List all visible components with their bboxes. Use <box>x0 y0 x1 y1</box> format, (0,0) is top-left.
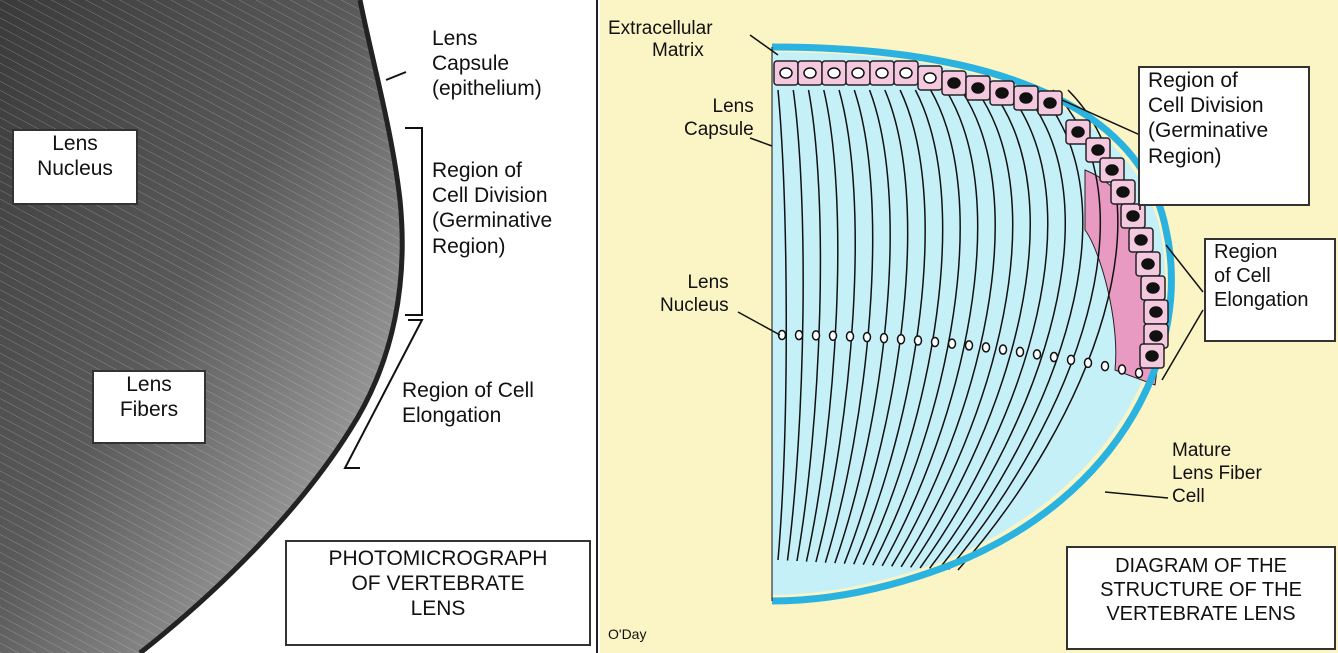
cell-nucleus <box>996 88 1008 98</box>
fiber-nucleus <box>949 339 956 348</box>
cell-nucleus <box>876 68 888 78</box>
fiber-nucleus <box>1068 355 1075 364</box>
diagram-nucleus-label: LensNucleus <box>660 272 729 318</box>
fiber-nucleus <box>915 336 922 345</box>
cell-nucleus <box>1150 307 1162 317</box>
cell-nucleus <box>1044 98 1056 108</box>
cell-nucleus <box>1147 283 1159 293</box>
fiber-nucleus <box>1085 358 1092 367</box>
photo-elongation-label: Region of CellElongation <box>402 378 534 428</box>
cell-nucleus <box>1142 259 1154 269</box>
photo-capsule-label: LensCapsule(epithelium) <box>432 26 542 102</box>
cell-nucleus <box>1150 331 1162 341</box>
photomicrograph-panel: LensCapsule(epithelium) LensNucleus Regi… <box>0 0 598 653</box>
cell-nucleus <box>948 78 960 88</box>
fiber-nucleus <box>830 331 837 340</box>
cell-nucleus <box>924 73 936 83</box>
fiber-nucleus <box>813 331 820 340</box>
fiber-nucleus <box>966 341 973 350</box>
fiber-nucleus <box>1017 347 1024 356</box>
fiber-nucleus <box>1051 353 1058 362</box>
cell-nucleus <box>972 83 984 93</box>
cell-nucleus <box>1092 145 1104 155</box>
photo-nucleus-label: LensNucleus <box>12 129 138 205</box>
photo-division-label: Region ofCell Division (GerminativeRegio… <box>432 158 552 259</box>
diagram-title: DIAGRAM OF THESTRUCTURE OF THEVERTEBRATE… <box>1066 546 1336 650</box>
fiber-nucleus <box>932 337 939 346</box>
fiber-nucleus <box>881 334 888 343</box>
diagram-credit: O'Day <box>608 626 646 643</box>
cell-nucleus <box>1106 165 1118 175</box>
fiber-nucleus <box>1000 345 1007 354</box>
diagram-mature-label: MatureLens FiberCell <box>1172 440 1262 508</box>
fiber-nucleus <box>1034 350 1041 359</box>
fiber-nucleus <box>796 331 803 340</box>
fiber-nucleus <box>1119 365 1126 374</box>
cell-nucleus <box>852 68 864 78</box>
cell-nucleus <box>1146 351 1158 361</box>
photo-title: PHOTOMICROGRAPHOF VERTEBRATELENS <box>285 540 591 646</box>
fiber-nucleus <box>983 343 990 352</box>
fiber-nucleus <box>864 333 871 342</box>
photo-fibers-label: LensFibers <box>92 370 206 444</box>
fiber-nucleus <box>1136 369 1143 378</box>
cell-nucleus <box>780 68 792 78</box>
diagram-panel: ExtracellularMatrix LensCapsule Region o… <box>600 0 1338 653</box>
cell-nucleus <box>828 68 840 78</box>
cell-nucleus <box>900 68 912 78</box>
fiber-nucleus <box>1102 362 1109 371</box>
fiber-nucleus <box>898 335 905 344</box>
fiber-nucleus <box>847 332 854 341</box>
cell-nucleus <box>1127 211 1139 221</box>
diagram-elongation-label: Regionof CellElongation <box>1204 238 1336 342</box>
cell-nucleus <box>1020 93 1032 103</box>
cell-nucleus <box>1072 127 1084 137</box>
diagram-division-label: Region ofCell Division (Germinative Regi… <box>1138 66 1310 206</box>
cell-nucleus <box>1117 187 1129 197</box>
diagram-capsule-label: LensCapsule <box>684 96 754 142</box>
cell-nucleus <box>1135 235 1147 245</box>
cell-nucleus <box>804 68 816 78</box>
diagram-ecm-label: ExtracellularMatrix <box>608 18 713 62</box>
